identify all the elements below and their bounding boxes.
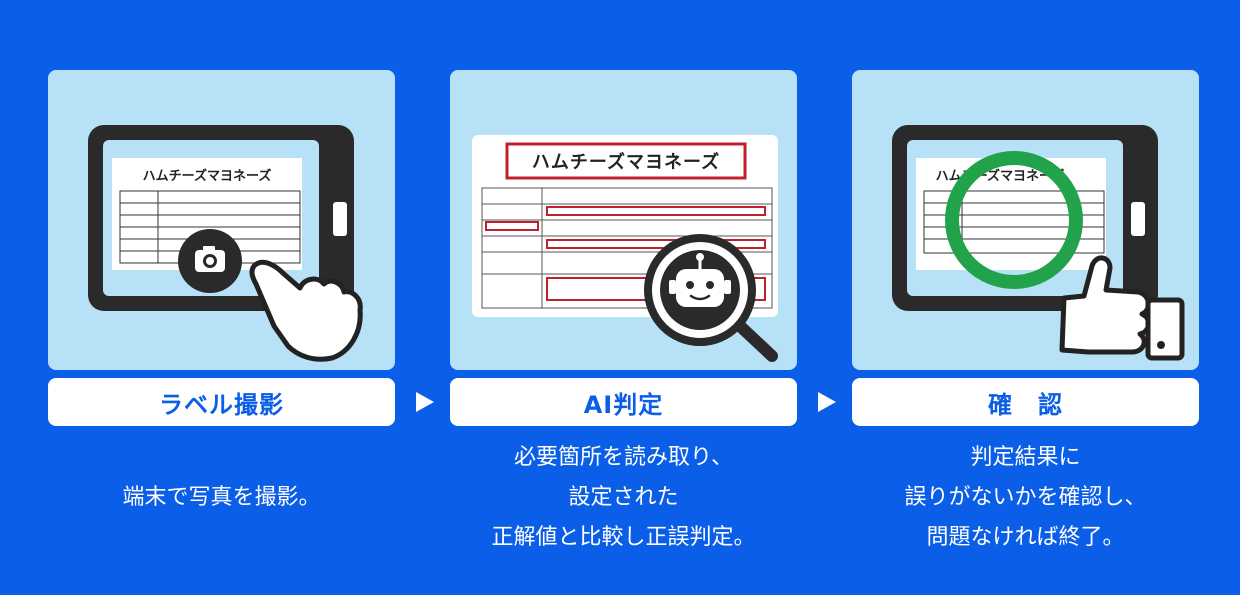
step2-description: 必要箇所を読み取り、 設定された 正解値と比較し正誤判定。 xyxy=(450,438,797,558)
step1-illustration: ハムチーズマヨネーズ xyxy=(48,70,395,370)
ok-circle-icon xyxy=(945,151,1083,289)
step2-desc-line: 正解値と比較し正誤判定。 xyxy=(491,525,756,550)
step2-desc-line: 設定された xyxy=(568,485,679,510)
step3-desc-line: 誤りがないかを確認し、 xyxy=(904,485,1147,510)
step3-desc-line: 判定結果に xyxy=(970,445,1081,470)
step2-title: AI判定 xyxy=(450,378,797,426)
product-label-text: ハムチーズマヨネーズ xyxy=(532,151,720,173)
step3-desc-line: 問題なければ終了。 xyxy=(926,525,1125,550)
step3-title: 確 認 xyxy=(852,378,1199,426)
camera-icon xyxy=(178,229,242,293)
step3-illustration: ハムチーズマヨネーズ xyxy=(852,70,1199,370)
next-arrow-icon xyxy=(416,392,434,412)
product-label-text: ハムチーズマヨネーズ xyxy=(143,168,272,184)
step1-desc-line: 端末で写真を撮影。 xyxy=(122,485,321,510)
next-arrow-icon xyxy=(818,392,836,412)
thumbs-up-icon xyxy=(1059,255,1185,361)
step2-illustration: ハムチーズマヨネーズ xyxy=(450,70,797,370)
step1-description: 端末で写真を撮影。 xyxy=(48,478,395,518)
step3-description: 判定結果に 誤りがないかを確認し、 問題なければ終了。 xyxy=(852,438,1199,558)
step2-desc-line: 必要箇所を読み取り、 xyxy=(513,445,734,470)
step1-title: ラベル撮影 xyxy=(48,378,395,426)
pointing-hand-icon xyxy=(249,259,363,362)
robot-magnifier-icon xyxy=(644,234,778,362)
